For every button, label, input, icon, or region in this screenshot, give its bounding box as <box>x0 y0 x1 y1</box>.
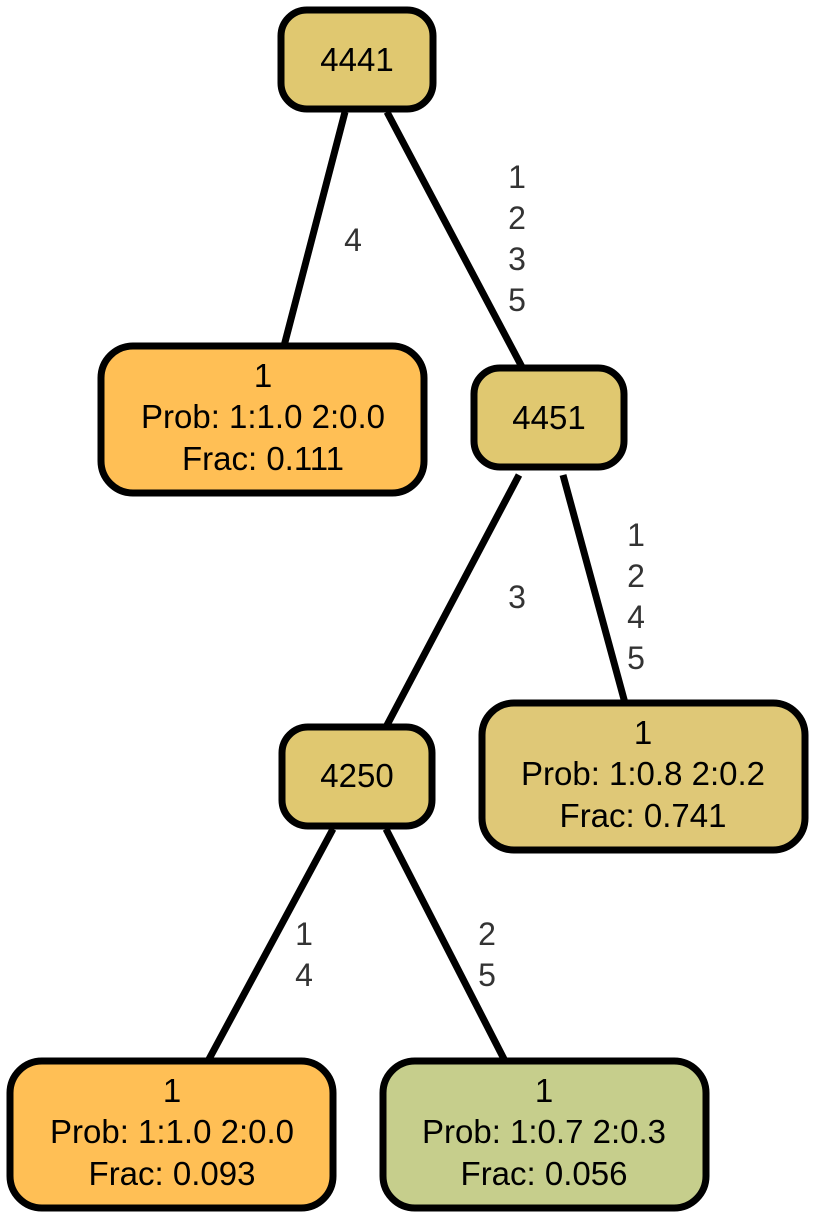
leaf-prob-label: Prob: 1:0.8 2:0.2 <box>521 755 765 792</box>
leaf-class-label: 1 <box>254 357 272 394</box>
edge-label-root-to-4451: 1 2 3 5 <box>508 159 526 318</box>
edge-root-to-leaf-left <box>280 111 349 347</box>
edge-label-4250-to-leaf-bottom-right: 2 5 <box>478 916 496 993</box>
leaf-frac-label: Frac: 0.741 <box>560 797 727 834</box>
edge-4250-to-leaf-bottom-right <box>382 827 509 1063</box>
leaf-prob-label: Prob: 1:1.0 2:0.0 <box>50 1113 294 1150</box>
leaf-class-label: 1 <box>535 1072 553 1109</box>
svg-text:2: 2 <box>508 200 526 236</box>
edge-label-4451-to-leaf-right: 1 2 4 5 <box>627 517 645 676</box>
svg-text:1: 1 <box>295 916 313 952</box>
leaf-class-label: 1 <box>634 714 652 751</box>
svg-text:2: 2 <box>627 558 645 594</box>
leaf-frac-label: Frac: 0.093 <box>89 1155 256 1192</box>
edge-root-to-4451 <box>383 110 526 369</box>
edge-4451-to-leaf-right <box>559 474 629 704</box>
leaf-frac-label: Frac: 0.056 <box>461 1155 628 1192</box>
svg-text:5: 5 <box>508 282 526 318</box>
svg-text:4: 4 <box>344 222 362 258</box>
leaf-frac-label: Frac: 0.111 <box>182 440 344 477</box>
split-node-label: 4451 <box>512 399 585 436</box>
svg-text:5: 5 <box>478 957 496 993</box>
leaf-node-frac-0.111: 1 Prob: 1:1.0 2:0.0 Frac: 0.111 <box>97 342 428 497</box>
edge-label-4250-to-leaf-bottom-left: 1 4 <box>295 916 313 993</box>
edge-4451-to-4250 <box>382 473 523 729</box>
svg-text:4: 4 <box>627 599 645 635</box>
split-node-4451: 4451 <box>470 364 628 471</box>
edge-4250-to-leaf-bottom-left <box>204 827 337 1063</box>
edge-label-4451-to-4250: 3 <box>508 579 526 615</box>
split-node-4441: 4441 <box>277 6 437 113</box>
svg-text:4: 4 <box>295 957 313 993</box>
svg-text:2: 2 <box>478 916 496 952</box>
leaf-class-label: 1 <box>163 1072 181 1109</box>
svg-text:1: 1 <box>627 517 645 553</box>
split-node-label: 4250 <box>320 757 393 794</box>
leaf-node-frac-0.093: 1 Prob: 1:1.0 2:0.0 Frac: 0.093 <box>6 1057 337 1212</box>
split-node-4250: 4250 <box>278 723 436 830</box>
svg-text:3: 3 <box>508 241 526 277</box>
leaf-node-frac-0.741: 1 Prob: 1:0.8 2:0.2 Frac: 0.741 <box>478 699 809 854</box>
svg-text:5: 5 <box>627 640 645 676</box>
svg-text:3: 3 <box>508 579 526 615</box>
svg-text:1: 1 <box>508 159 526 195</box>
leaf-prob-label: Prob: 1:1.0 2:0.0 <box>141 398 385 435</box>
edge-label-root-to-leaf-left: 4 <box>344 222 362 258</box>
split-node-label: 4441 <box>320 41 393 78</box>
leaf-prob-label: Prob: 1:0.7 2:0.3 <box>422 1113 666 1150</box>
leaf-node-frac-0.056: 1 Prob: 1:0.7 2:0.3 Frac: 0.056 <box>379 1057 710 1212</box>
